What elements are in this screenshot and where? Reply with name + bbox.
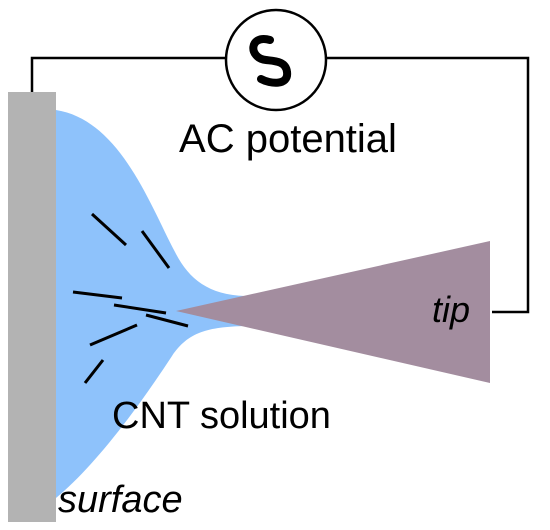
nanotube [72,290,123,300]
tip-label: tip [432,289,470,330]
cnt-solution-label: CNT solution [112,395,331,437]
surface-plate [8,92,56,522]
nanotube [113,303,167,315]
ac-source [224,8,328,112]
cnt-solution-droplet [56,110,245,498]
nanotube [89,323,138,347]
nanotube [83,359,105,384]
circuit-wire [30,56,530,314]
nanotube [140,230,171,269]
nanotube [90,212,128,247]
nanotubes [72,212,189,384]
tip-shape [176,241,490,383]
ac-potential-label: AC potential [179,117,397,161]
surface-label: surface [58,479,183,521]
nanotube [145,313,189,328]
sine-wave-icon [249,35,292,87]
